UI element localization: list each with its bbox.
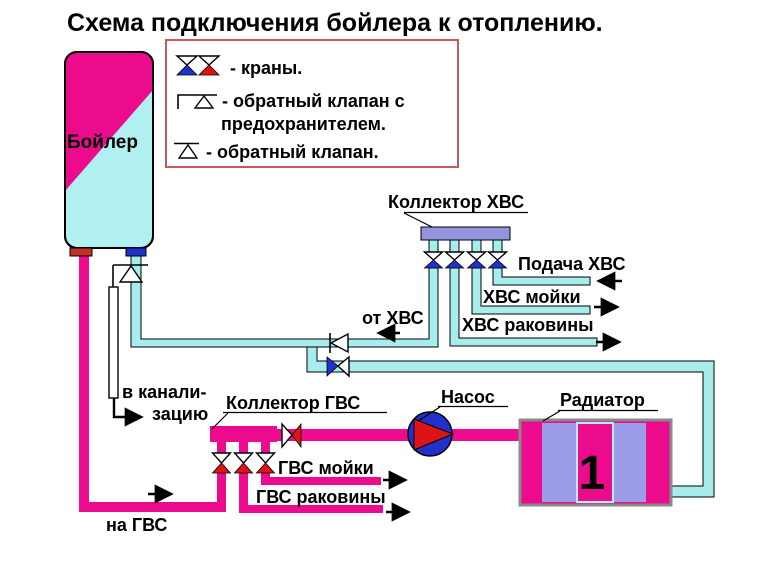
hvs-collector-stub <box>471 239 482 253</box>
valve-icon <box>326 355 350 378</box>
legend-checkvalve-safety-label2: предохранителем. <box>221 114 386 134</box>
hvs-rakoviny-label: ХВС раковины <box>462 315 593 335</box>
hvs-collector-stub <box>492 239 503 253</box>
pipe-gvs-to-radiator <box>275 429 523 441</box>
collector-gvs-label: Коллектор ГВС <box>226 393 360 413</box>
labels: Коллектор ХВС Подача ХВС ХВС мойки ХВС р… <box>106 192 658 535</box>
gvs-collector-stub <box>217 442 226 453</box>
nasos-label: Насос <box>441 387 495 407</box>
valve-icon <box>210 452 233 474</box>
valve-icon <box>422 251 445 269</box>
pipe-gvs-rakoviny <box>239 472 383 513</box>
gvs-collector-bar <box>210 426 277 442</box>
collector-hvs-label: Коллектор ХВС <box>388 192 524 212</box>
hvs-collector-stub <box>428 239 439 253</box>
gvs-moyki-label: ГВС мойки <box>278 458 374 478</box>
hvs-moyki-label: ХВС мойки <box>483 287 581 307</box>
check-valve-with-safety-icon <box>177 94 217 109</box>
valve-icon <box>443 251 466 269</box>
gvs-collector-stub <box>261 442 270 453</box>
hvs-collector-bar <box>420 226 511 241</box>
gvs-collector-stub <box>239 442 248 453</box>
hvs-collector-stub <box>449 239 460 253</box>
valve-icon <box>465 251 488 269</box>
legend-checkvalve-label: - обратный клапан. <box>206 142 379 162</box>
flow-arrows <box>148 271 622 522</box>
radiator-number: 1 <box>579 447 606 500</box>
legend-border <box>165 39 459 168</box>
check-valve-icon <box>174 142 199 159</box>
check-valve-with-safety-icon <box>112 264 148 287</box>
boiler-cold-inlet <box>125 247 147 257</box>
gvs-rakoviny-label: ГВС раковины <box>256 487 386 507</box>
na-gvs-label: на ГВС <box>106 515 167 535</box>
legend: - краны. - обратный клапан с предохранит… <box>165 39 459 168</box>
valve-icon <box>281 422 302 449</box>
pipe-gvs-moyki <box>261 472 381 485</box>
safety-drain-tube <box>108 286 119 399</box>
legend-valves-label: - краны. <box>230 58 302 78</box>
valve-pair-icon <box>175 55 221 76</box>
radiator: 1 <box>518 418 673 507</box>
gvs-collector-valves <box>210 452 277 474</box>
valve-icon <box>254 452 277 474</box>
legend-checkvalve-safety-label: - обратный клапан с <box>222 91 405 111</box>
podacha-hvs-label: Подача ХВС <box>518 254 625 274</box>
check-valve-icon <box>329 332 349 354</box>
hot-pipes <box>79 256 523 513</box>
v-kanali-label-line2: зацию <box>152 404 208 424</box>
boiler-label: Бойлер <box>67 132 138 153</box>
diagram-title: Схема подключения бойлера к отоплению. <box>67 9 603 37</box>
pump-icon <box>407 411 455 457</box>
boiler: Бойлер <box>64 51 154 257</box>
hvs-collector-valves <box>422 251 509 269</box>
drain-arrow <box>112 398 144 427</box>
boiler-hot-outlet <box>69 247 93 257</box>
v-kanali-label-line1: в канали- <box>122 382 206 402</box>
radiator-label: Радиатор <box>560 390 645 410</box>
valve-icon <box>486 251 509 269</box>
ot-hvs-label: от ХВС <box>362 308 424 328</box>
valve-icon <box>232 452 255 474</box>
